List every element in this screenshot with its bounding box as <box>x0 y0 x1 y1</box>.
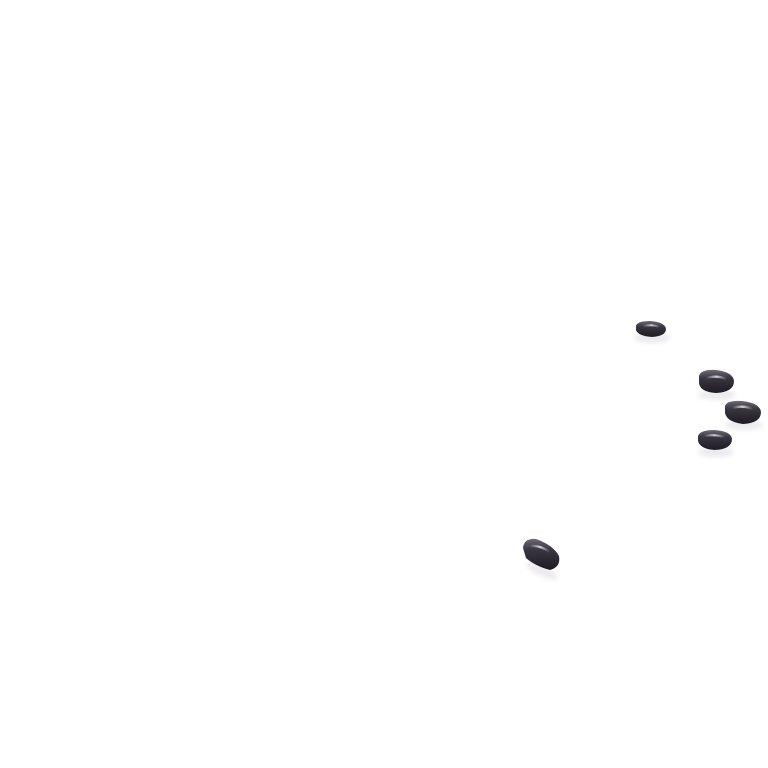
nail-3 <box>725 400 763 430</box>
nail-1 <box>634 321 670 343</box>
nail-2 <box>698 369 736 400</box>
nail-4 <box>698 430 734 457</box>
nail-5 <box>523 538 560 580</box>
